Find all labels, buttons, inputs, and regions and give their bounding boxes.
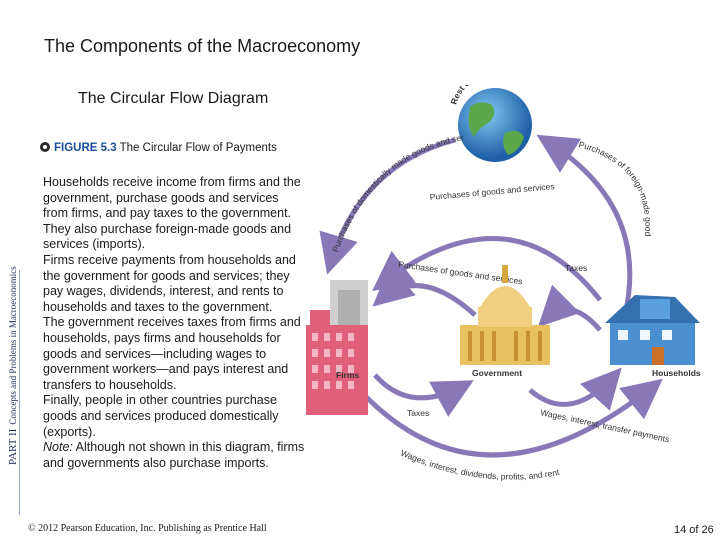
taxes-households-label: Taxes bbox=[565, 263, 587, 273]
figure-description: Households receive income from firms and… bbox=[43, 175, 305, 471]
circular-flow-diagram: Rest of the World Purchases of domestica… bbox=[300, 85, 701, 482]
globe-icon bbox=[458, 88, 532, 162]
imports-arrow bbox=[536, 134, 633, 316]
taxes-households-arrow bbox=[537, 284, 602, 332]
paragraph-firms: Firms receive payments from households a… bbox=[43, 252, 296, 314]
purchases-top-arrow bbox=[372, 235, 602, 302]
government-building-icon bbox=[460, 265, 550, 365]
copyright-notice: © 2012 Pearson Education, Inc. Publishin… bbox=[28, 523, 267, 534]
figure-bullet-icon bbox=[40, 142, 50, 152]
taxes-firms-label: Taxes bbox=[407, 408, 429, 418]
wages-bottom-arrow bbox=[353, 378, 663, 458]
taxes-firms-arrow bbox=[373, 373, 474, 417]
firms-building-icon bbox=[306, 280, 368, 415]
purchases-gov-arrow bbox=[372, 265, 477, 317]
figure-caption-text: The Circular Flow of Payments bbox=[119, 142, 277, 154]
paragraph-government: The government receives taxes from firms… bbox=[43, 315, 301, 392]
households-label: Households bbox=[652, 368, 701, 378]
figure-caption: FIGURE 5.3 The Circular Flow of Payments bbox=[40, 141, 280, 156]
note-label: Note: bbox=[43, 440, 73, 455]
slide-title: The Components of the Macroeconomy bbox=[44, 36, 361, 56]
purchases-top-label: Purchases of goods and services bbox=[429, 181, 555, 202]
side-rule bbox=[19, 270, 20, 515]
transfers-arrow bbox=[528, 367, 622, 411]
part-number: PART II bbox=[7, 428, 19, 465]
government-label: Government bbox=[472, 368, 522, 378]
exports-label: Purchases of domestically made goods and… bbox=[300, 85, 465, 253]
household-house-icon bbox=[605, 295, 700, 365]
side-part-label: PART II Concepts and Problems in Macroeco… bbox=[7, 266, 19, 465]
firms-label: Firms bbox=[336, 370, 359, 380]
transfers-label: Wages, interest, transfer payments bbox=[540, 407, 671, 444]
part-title: Concepts and Problems in Macroeconomics bbox=[8, 266, 18, 425]
slide-subtitle: The Circular Flow Diagram bbox=[78, 90, 269, 107]
paragraph-exports: Finally, people in other countries purch… bbox=[43, 393, 279, 439]
flow-arrows bbox=[319, 134, 663, 458]
paragraph-imports: They also purchase foreign-made goods an… bbox=[43, 221, 292, 252]
paragraph-households: Households receive income from firms and… bbox=[43, 175, 301, 221]
paragraph-note: Note: Although not shown in this diagram… bbox=[43, 440, 305, 471]
figure-number: FIGURE 5.3 bbox=[54, 142, 117, 154]
exports-arrow bbox=[319, 137, 456, 275]
note-text: Although not shown in this diagram, firm… bbox=[43, 440, 305, 470]
page-number: 14 of 26 bbox=[674, 524, 714, 536]
